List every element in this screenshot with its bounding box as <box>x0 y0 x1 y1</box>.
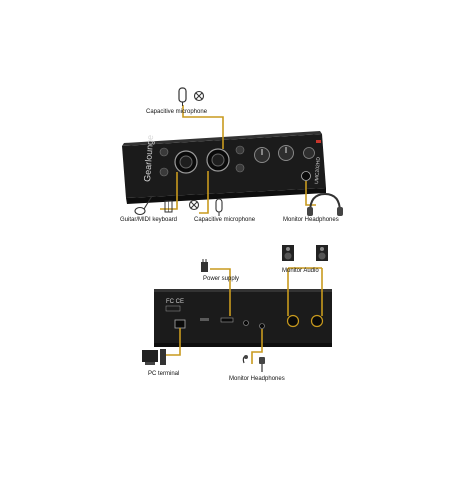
front-device-bottom <box>126 188 326 204</box>
label-monitor-audio: Monitor Audio <box>282 268 319 274</box>
input-2-inner <box>211 153 225 167</box>
gain-knob-2 <box>235 145 245 155</box>
line-bottom-mic <box>199 171 209 214</box>
ce-mark: FC CE <box>166 299 184 305</box>
gain-knob-1b <box>159 167 169 177</box>
speaker-icon-right <box>316 245 328 261</box>
label-capacitive-microphone-top: Capacitive microphone <box>146 109 208 115</box>
line-headphones <box>305 181 316 206</box>
front-device: Gearlounge UMC202HD <box>122 131 326 204</box>
rear-device-bottom <box>154 343 332 347</box>
rear-connector-lines <box>163 267 323 364</box>
xlr-icon-bottom <box>188 199 200 211</box>
usb-port <box>174 319 186 329</box>
keyboard-icon <box>164 200 173 213</box>
front-connector-lines <box>160 105 316 214</box>
rear-phones-jack <box>259 323 265 329</box>
phones-knob <box>303 147 315 159</box>
rear-device: FC CE <box>154 289 332 347</box>
line-guitar <box>160 172 178 210</box>
label-capacitive-microphone-bottom: Capacitive microphone <box>194 217 256 223</box>
front-brand-text: Gearlounge <box>142 135 155 183</box>
label-monitor-headphones-rear: Monitor Headphones <box>229 376 285 382</box>
power-switch <box>220 317 234 323</box>
power-led <box>316 140 321 143</box>
dc-jack <box>243 320 249 326</box>
earphones-icon <box>242 355 265 372</box>
label-guitar-midi-keyboard: Guitar/MIDI keyboard <box>120 217 178 223</box>
port-a <box>200 318 209 321</box>
rear-device-top-edge <box>154 289 332 292</box>
monitor-out-left <box>286 314 300 328</box>
front-device-top-edge <box>122 131 322 146</box>
line-top-mic <box>182 105 224 149</box>
label-pc-terminal: PC terminal <box>148 371 180 377</box>
label-power-supply: Power supply <box>203 276 240 282</box>
microphone-icon-bottom <box>215 198 223 216</box>
speaker-icon-left <box>282 245 294 261</box>
monitor-out-right <box>310 314 324 328</box>
gain-knob-2b <box>235 163 245 173</box>
guitar-icon <box>134 195 153 216</box>
line-power <box>210 268 231 316</box>
rating-box <box>165 305 181 312</box>
headphones-icon <box>307 192 343 216</box>
pc-icon <box>142 349 166 365</box>
rear-device-body <box>154 291 332 343</box>
label-monitor-headphones-front: Monitor Headphones <box>283 217 339 223</box>
line-rear-headphones <box>251 329 263 364</box>
input-1-inner <box>179 155 193 169</box>
power-adapter-icon <box>201 259 208 272</box>
front-model-text: UMC202HD <box>314 156 322 184</box>
gain-knob-1 <box>159 147 169 157</box>
headphone-jack <box>301 171 311 181</box>
line-pc <box>163 328 181 356</box>
microphone-icon <box>178 87 187 106</box>
xlr-icon <box>193 90 205 102</box>
